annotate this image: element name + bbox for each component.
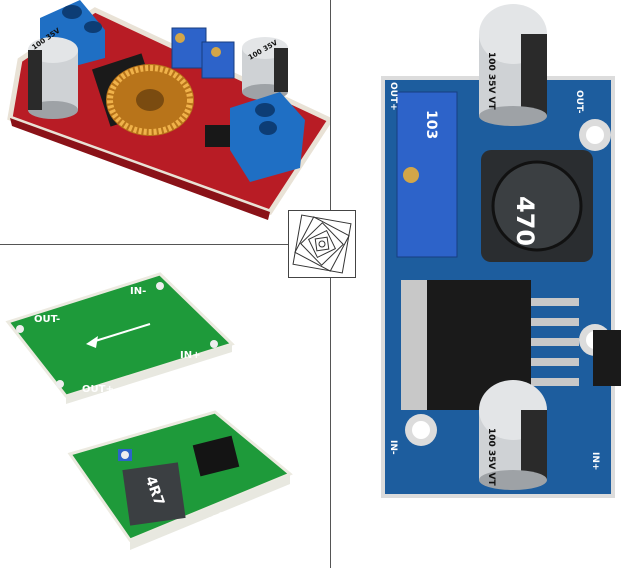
label-out-plus-top: OUT+ bbox=[82, 384, 114, 395]
left-capacitor: 100 35V bbox=[28, 26, 78, 119]
inductor-470: 470 bbox=[481, 150, 593, 262]
toroid-inductor bbox=[106, 64, 194, 136]
label-in-plus-top: IN+ bbox=[180, 350, 200, 361]
bottom-cap-label: 100 35V VT bbox=[486, 428, 496, 487]
label-in-minus: IN- bbox=[388, 440, 398, 455]
green-board-top-view: 4R7 MP1584 bbox=[67, 410, 293, 550]
top-capacitor: 100 35V VT bbox=[479, 4, 547, 126]
bottom-capacitor: 100 35V VT bbox=[479, 380, 547, 490]
label-in-minus-top: IN- bbox=[130, 286, 146, 297]
right-capacitor: 100 35V bbox=[242, 37, 288, 100]
label-in-plus: IN+ bbox=[590, 452, 600, 470]
vertical-divider bbox=[330, 0, 331, 568]
inductor-code: 470 bbox=[511, 196, 539, 246]
inductor-4r7 bbox=[122, 462, 186, 526]
nested-squares-logo bbox=[288, 210, 356, 278]
right-screw-terminal bbox=[230, 92, 305, 182]
label-out-minus-top: OUT- bbox=[34, 314, 60, 325]
pot-code: 103 bbox=[423, 110, 439, 139]
regulator-chip bbox=[401, 280, 579, 410]
top-cap-label: 100 35V VT bbox=[486, 52, 496, 111]
label-out-plus: OUT+ bbox=[388, 82, 398, 111]
horizontal-divider bbox=[0, 244, 330, 245]
label-out-minus: OUT- bbox=[574, 90, 584, 114]
mp1584-chip bbox=[192, 435, 240, 477]
pot-2 bbox=[201, 41, 235, 79]
schottky-diode bbox=[593, 330, 621, 386]
blue-buck-module-photo: 103 100 35V VT 470 bbox=[331, 0, 640, 568]
green-board-bottom-view: OUT- IN- OUT+ IN+ bbox=[5, 272, 235, 404]
green-mini-modules-photo: OUT- IN- OUT+ IN+ 4R7 MP1584 bbox=[0, 244, 330, 568]
red-buck-module-photo: 100 35V 100 35V bbox=[0, 0, 330, 244]
